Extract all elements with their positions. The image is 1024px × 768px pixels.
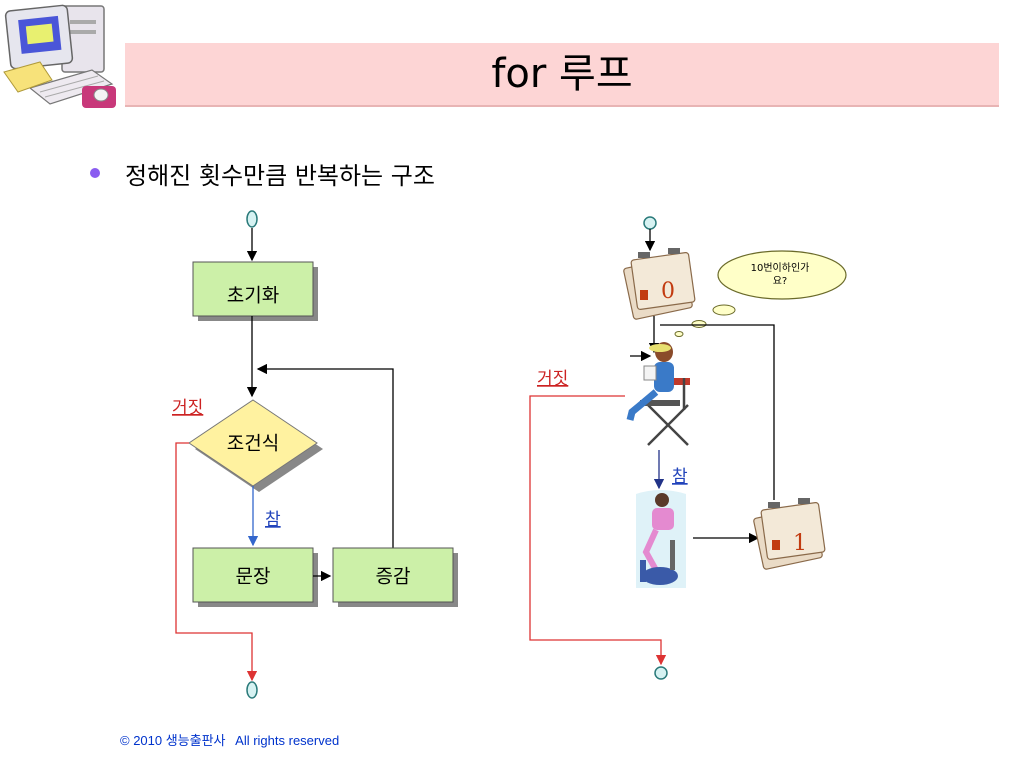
footer-copyright: © 2010 생능출판사 [120, 733, 226, 748]
thought-line-2: 요? [773, 276, 788, 287]
footer-rights: All rights reserved [235, 733, 340, 748]
right-false-line [529, 395, 667, 666]
footer: © 2010 생능출판사 All rights reserved [120, 730, 345, 749]
left-false-line [175, 442, 258, 682]
statement-box: 문장 [192, 547, 318, 607]
right-true-label: 참 [672, 467, 688, 487]
right-loop-back-line [660, 324, 775, 500]
condition-diamond: 조건식 [188, 399, 323, 492]
right-start-terminal [643, 216, 657, 230]
thought-bubble: 10번이하인가 요? [674, 250, 847, 337]
calendar-zero-icon: 0 [623, 248, 696, 320]
increment-box: 증감 [332, 547, 458, 607]
calendar-one-label: 1 [793, 531, 807, 556]
title-bar: for 루프 [125, 43, 999, 107]
init-box: 초기화 [192, 261, 318, 321]
left-true-label: 참 [265, 510, 281, 530]
exercise-bike-clipart-icon [636, 490, 686, 588]
left-false-label: 거짓 [172, 398, 203, 418]
increment-label: 증감 [376, 566, 411, 588]
init-label: 초기화 [227, 285, 279, 307]
right-end-terminal [654, 666, 668, 680]
start-terminal [246, 210, 258, 228]
calendar-one-icon: 1 [753, 498, 826, 570]
bullet-marker [90, 168, 100, 178]
statement-label: 문장 [236, 566, 271, 588]
loop-back-line [256, 363, 394, 548]
thinking-person-clipart-icon [626, 342, 690, 446]
calendar-zero-label: 0 [661, 279, 675, 304]
end-terminal [246, 681, 258, 699]
page-title: for 루프 [491, 51, 633, 97]
bullet-text: 정해진 횟수만큼 반복하는 구조 [125, 162, 435, 190]
condition-label: 조건식 [227, 433, 279, 455]
thought-line-1: 10번이하인가 [751, 261, 810, 274]
right-false-label: 거짓 [537, 369, 568, 389]
computer-clipart-icon [3, 4, 116, 108]
